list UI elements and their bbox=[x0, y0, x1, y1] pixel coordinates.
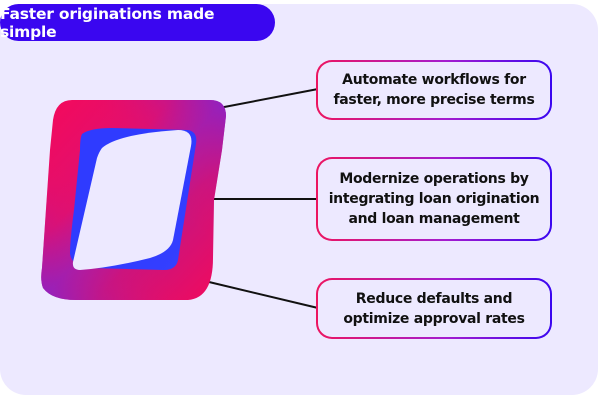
callout-modernize-operations: Modernize operations by integrating loan… bbox=[316, 157, 552, 241]
connector-line-1 bbox=[218, 88, 319, 109]
title-badge: Faster originations made simple bbox=[0, 4, 275, 41]
callout-text: Automate workflows for faster, more prec… bbox=[333, 72, 535, 108]
callout-text: Reduce defaults and optimize approval ra… bbox=[343, 290, 525, 327]
callout-automate-workflows: Automate workflows for faster, more prec… bbox=[316, 60, 552, 120]
callout-reduce-defaults: Reduce defaults and optimize approval ra… bbox=[316, 278, 552, 339]
connector-line-3 bbox=[208, 281, 319, 309]
callout-text: Modernize operations by integrating loan… bbox=[328, 171, 540, 227]
title-text: Faster originations made simple bbox=[0, 4, 215, 41]
logo-icon bbox=[41, 100, 227, 300]
